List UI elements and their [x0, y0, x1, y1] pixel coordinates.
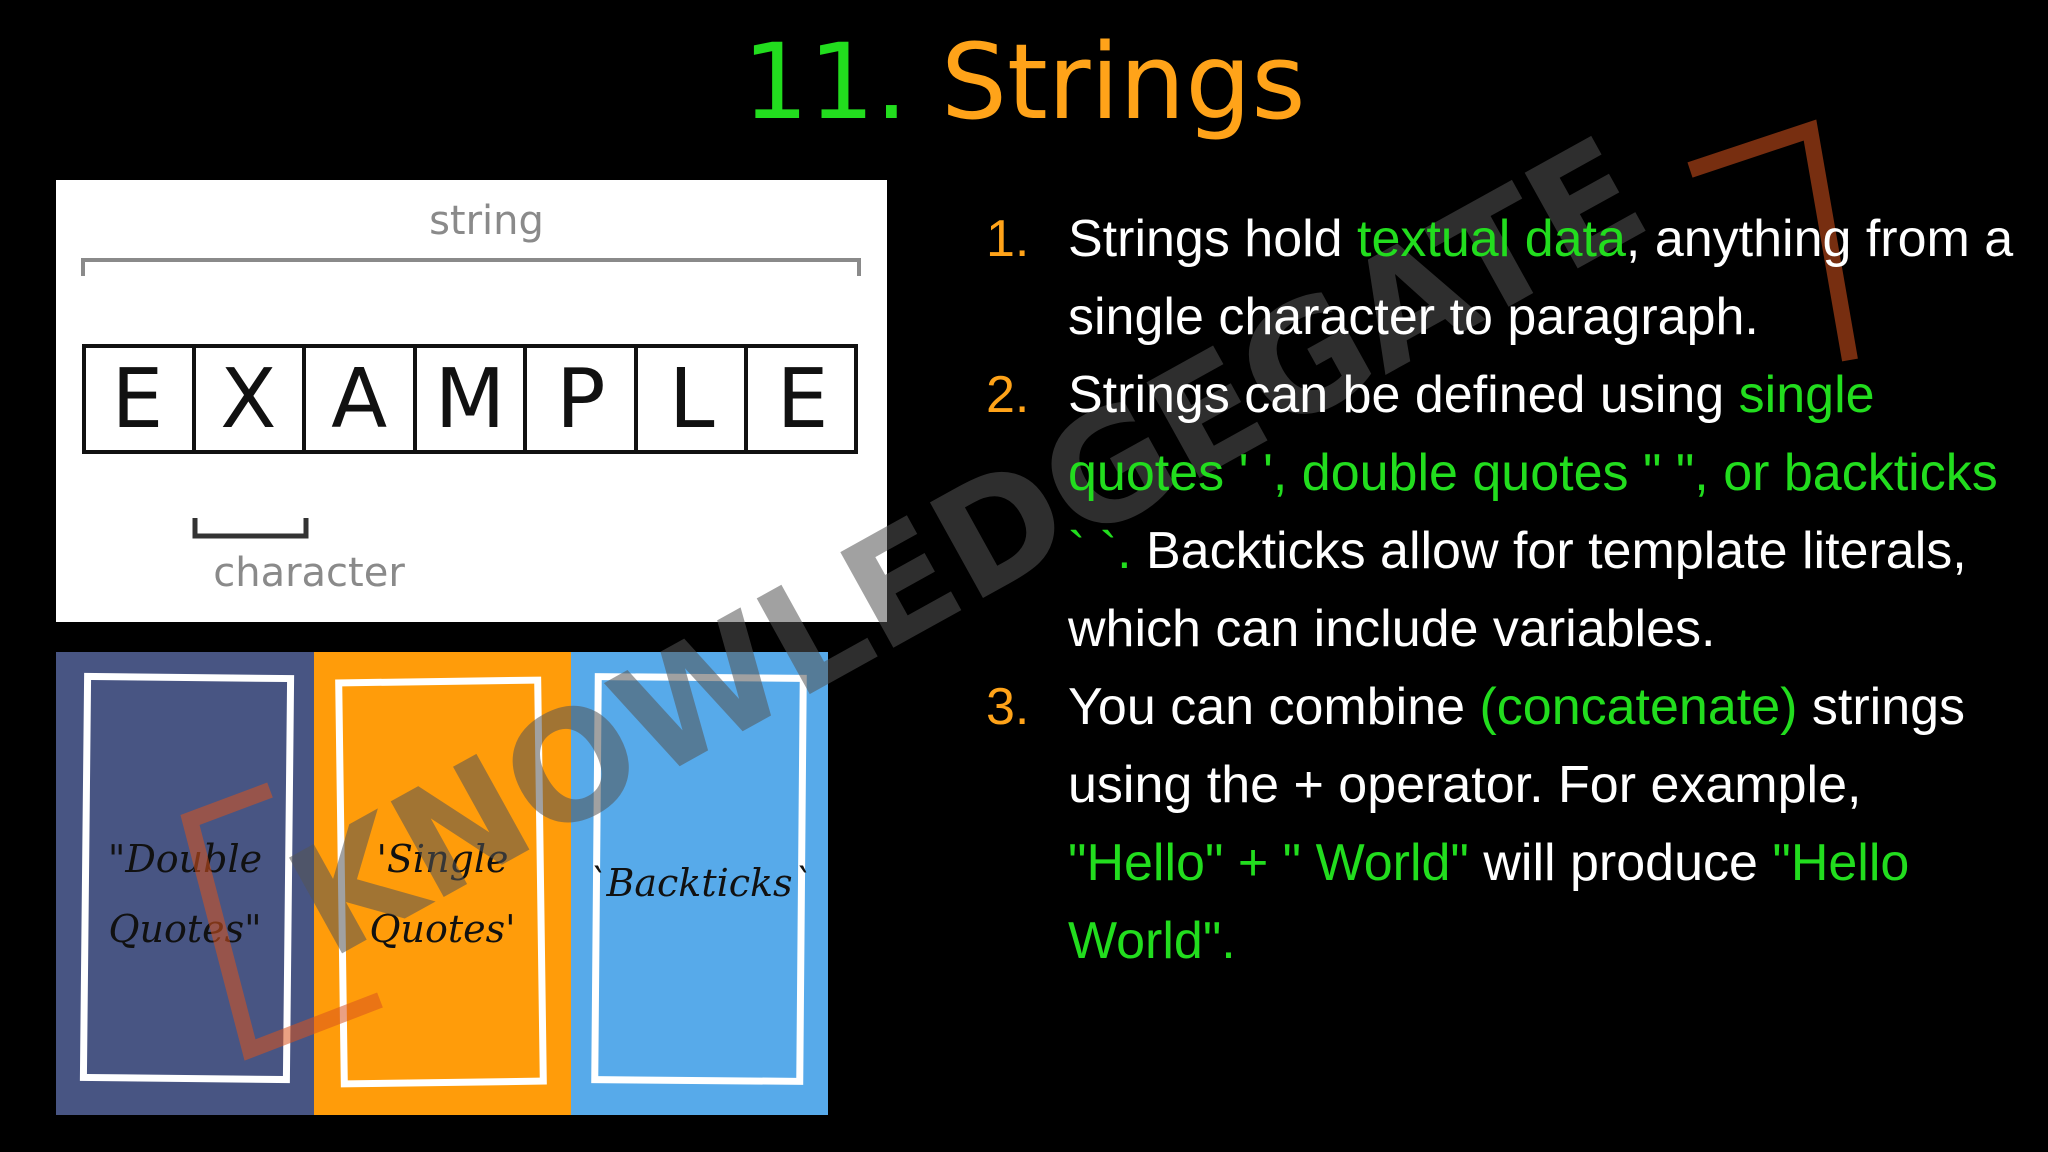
- point-text: Strings can be defined using: [1068, 366, 1739, 424]
- card-text: "Double Quotes": [56, 824, 314, 964]
- backticks-card: `Backticks`: [571, 652, 828, 1115]
- card-line: `Backticks`: [587, 861, 812, 905]
- letter-cell: A: [331, 351, 388, 447]
- point-highlight: single quotes ' ', double quotes " ", or…: [1068, 366, 1998, 580]
- letter-cell: M: [434, 351, 506, 447]
- card-line: Quotes": [108, 907, 262, 951]
- diagram-brackets: [81, 258, 861, 539]
- letter-cell: P: [556, 351, 606, 447]
- letter-cell: L: [668, 351, 715, 447]
- letter-cell: E: [776, 351, 829, 447]
- point-highlight: "Hello World".: [1068, 834, 1910, 970]
- example-letters: E X A M P L E: [82, 344, 858, 454]
- point-1: 1. Strings hold textual data, anything fr…: [980, 200, 2020, 356]
- point-marker: 1.: [986, 210, 1030, 268]
- double-quotes-card: "Double Quotes": [56, 652, 314, 1115]
- point-text: You can combine: [1068, 678, 1480, 736]
- card-line: 'Single: [376, 837, 509, 881]
- quote-cards: "Double Quotes" 'Single Quotes' `Backtic…: [56, 652, 828, 1115]
- string-diagram: string E X A M P L E character: [56, 180, 887, 622]
- card-text: `Backticks`: [571, 848, 828, 918]
- point-text: Backticks allow for template literals, w…: [1068, 522, 1967, 658]
- title-number: 11.: [742, 21, 908, 143]
- point-highlight: "Hello" + " World": [1068, 834, 1469, 892]
- point-marker: 2.: [986, 366, 1030, 424]
- slide-title: 11. Strings: [0, 22, 2048, 142]
- title-word: Strings: [940, 21, 1306, 143]
- letter-cell: X: [220, 351, 277, 447]
- point-2: 2. Strings can be defined using single qu…: [980, 356, 2020, 668]
- single-quotes-card: 'Single Quotes': [314, 652, 571, 1115]
- card-text: 'Single Quotes': [314, 824, 571, 964]
- key-points: 1. Strings hold textual data, anything fr…: [980, 200, 2020, 980]
- point-highlight: textual data: [1357, 210, 1626, 268]
- point-text: Strings hold: [1068, 210, 1358, 268]
- letter-cell: E: [111, 351, 164, 447]
- character-label: character: [213, 550, 405, 596]
- point-3: 3. You can combine (concatenate) strings …: [980, 668, 2020, 980]
- card-line: Quotes': [369, 907, 516, 951]
- point-text: , anything from a single character to pa…: [1068, 210, 2014, 346]
- card-line: "Double: [107, 837, 263, 881]
- point-marker: 3.: [986, 678, 1030, 736]
- point-highlight: (concatenate): [1479, 678, 1798, 736]
- string-label: string: [429, 198, 544, 244]
- point-text: strings using the + operator. For exampl…: [1068, 678, 1966, 814]
- point-text: will produce: [1468, 834, 1773, 892]
- letter-boxes: [82, 344, 858, 454]
